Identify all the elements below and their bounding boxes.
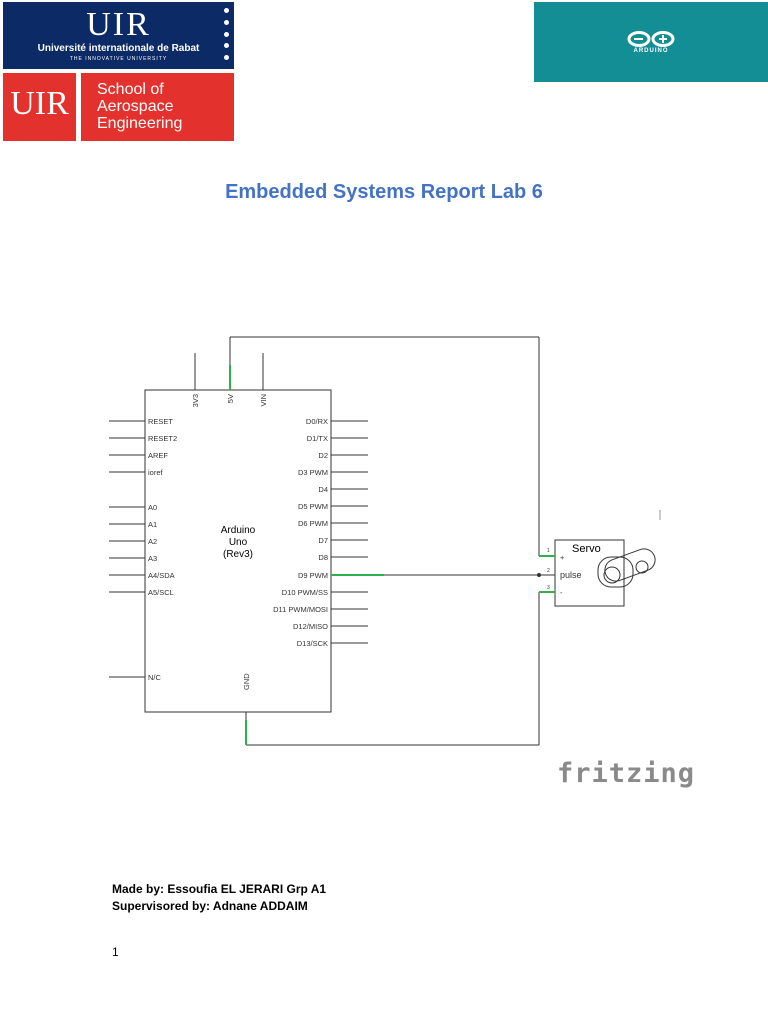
report-title: Embedded Systems Report Lab 6 <box>225 181 543 203</box>
pin-label: D0/RX <box>306 417 328 426</box>
pin-label: D13/SCK <box>297 639 328 648</box>
uir-logo: UIR Université internationale de Rabat T… <box>3 2 234 69</box>
pin-label: 3V3 <box>191 394 200 407</box>
servo-horn-hole <box>635 560 649 574</box>
pin-label: RESET <box>148 417 173 426</box>
uir-logo-tagline: THE INNOVATIVE UNIVERSITY <box>69 56 168 62</box>
servo-pin-number: 2 <box>547 568 550 574</box>
uir-logo-dots <box>224 8 230 60</box>
pin-label: A0 <box>148 503 157 512</box>
pin-label: D5 PWM <box>298 502 328 511</box>
pin-label: A2 <box>148 537 157 546</box>
pin-label: D1/TX <box>307 434 328 443</box>
pin-label: D2 <box>318 451 328 460</box>
uir-logo-mark: UIR <box>86 6 151 43</box>
pin-label: D7 <box>318 536 328 545</box>
school-name-line: Aerospace <box>97 98 174 115</box>
pin-label: 5V <box>226 394 235 403</box>
pin-label: AREF <box>148 451 168 460</box>
school-logo-badge-text: UIR <box>10 85 69 122</box>
school-logo-panel: School of Aerospace Engineering <box>81 73 234 141</box>
arduino-wordmark: ARDUINO <box>633 48 669 54</box>
pin-label: VIN <box>259 394 268 407</box>
arduino-infinity-icon <box>627 31 675 47</box>
page-number: 1 <box>112 945 119 959</box>
servo-pin-label: pulse <box>560 570 582 580</box>
board-name-line: Arduino <box>221 525 256 536</box>
servo-horn <box>597 556 634 588</box>
board-name-line: Uno <box>229 537 248 548</box>
arduino-logo: ARDUINO <box>534 2 768 82</box>
servo-pin-number: 1 <box>547 548 550 554</box>
pin-label: D3 PWM <box>298 468 328 477</box>
servo-body <box>554 539 625 607</box>
pin-label: D4 <box>318 485 328 494</box>
school-name-line: School of <box>97 81 164 98</box>
pin-label: A5/SCL <box>148 588 174 597</box>
servo-name: Servo <box>572 543 601 555</box>
pin-label: GND <box>242 673 251 690</box>
pin-label: D6 PWM <box>298 519 328 528</box>
fritzing-watermark: fritzing <box>557 758 696 789</box>
pin-label: D10 PWM/SS <box>282 588 328 597</box>
servo-shaft <box>603 566 621 584</box>
servo-pin-label: - <box>560 588 563 597</box>
pin-label: A3 <box>148 554 157 563</box>
pin-label: D8 <box>318 553 328 562</box>
supervisor-credit: Supervisored by: Adnane ADDAIM <box>112 899 308 913</box>
pin-label: A1 <box>148 520 157 529</box>
servo-pin-label: + <box>560 553 565 562</box>
school-name-line: Engineering <box>97 115 183 132</box>
school-name: School of Aerospace Engineering <box>97 81 232 132</box>
pin-label: D9 PWM <box>298 571 328 580</box>
arduino-board-outline <box>144 389 332 713</box>
pin-label: D11 PWM/MOSI <box>273 605 328 614</box>
servo-pin-number: 3 <box>547 585 550 591</box>
pin-label: D12/MISO <box>293 622 328 631</box>
pin-label: N/C <box>148 673 162 682</box>
pin-label: A4/SDA <box>148 571 175 580</box>
pin-label: ioref <box>148 468 164 477</box>
uir-logo-name: Université internationale de Rabat <box>37 43 200 54</box>
school-logo-badge: UIR <box>3 73 76 141</box>
made-by-credit: Made by: Essoufia EL JERARI Grp A1 <box>112 882 327 896</box>
pin-label: RESET2 <box>148 434 177 443</box>
board-name-line: (Rev3) <box>223 549 253 560</box>
